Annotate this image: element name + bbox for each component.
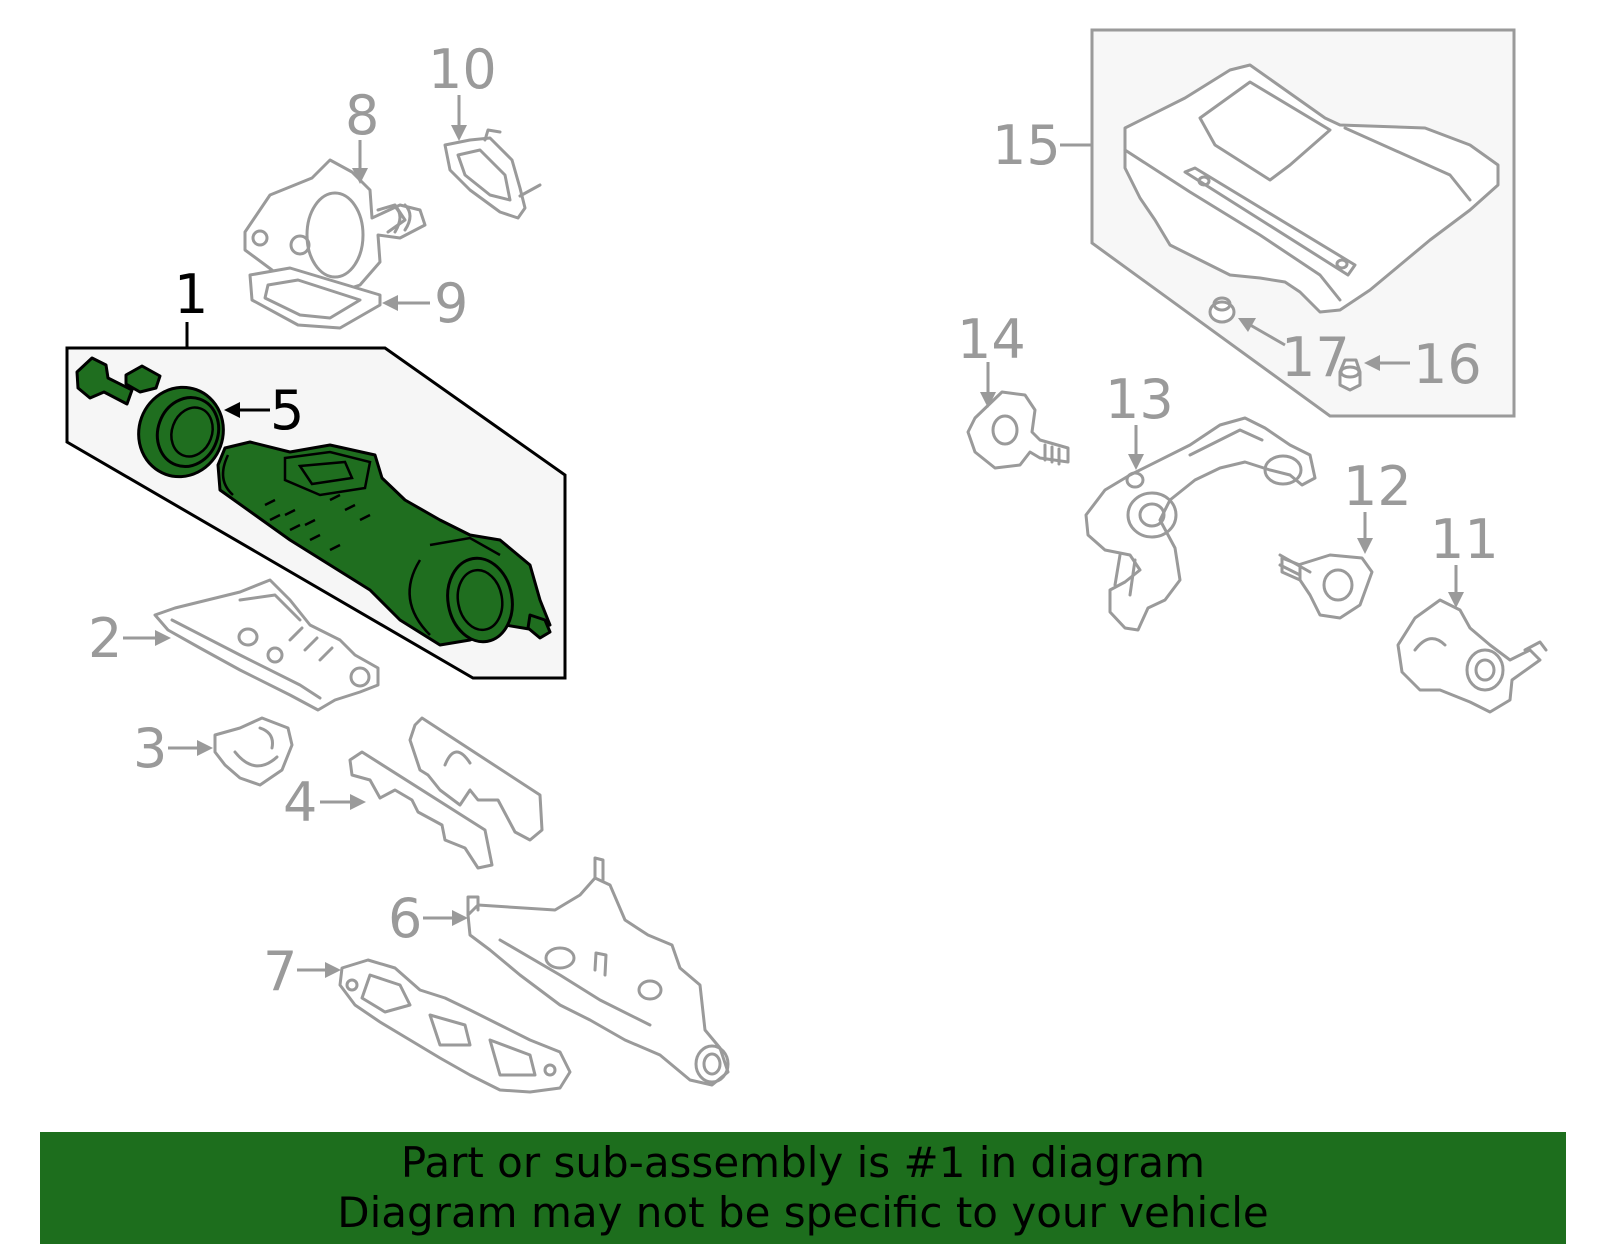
callout-2[interactable]: 2	[88, 607, 122, 670]
part-14[interactable]	[966, 390, 1070, 470]
callout-17[interactable]: 17	[1281, 326, 1350, 389]
part-9[interactable]	[248, 266, 382, 330]
banner-line-2: Diagram may not be specific to your vehi…	[337, 1188, 1269, 1237]
callout-3[interactable]: 3	[133, 717, 167, 780]
callout-5[interactable]: 5	[270, 379, 304, 442]
part-3[interactable]	[213, 716, 294, 787]
part-6[interactable]	[466, 856, 730, 1087]
callout-15[interactable]: 15	[992, 114, 1061, 177]
callout-labels: 1 5 8 10 9 2 3 4 6 7 15 17 16 14 13 12 1…	[88, 38, 1499, 1003]
part-10[interactable]	[443, 128, 542, 220]
callout-1[interactable]: 1	[174, 263, 208, 326]
callout-12[interactable]: 12	[1343, 455, 1412, 518]
info-banner: Part or sub-assembly is #1 in diagram Di…	[40, 1132, 1566, 1244]
part-12[interactable]	[1278, 553, 1374, 620]
part-11[interactable]	[1396, 598, 1548, 714]
callout-4[interactable]: 4	[283, 771, 317, 834]
part-1-assembly[interactable]	[75, 356, 552, 647]
part-4[interactable]	[348, 716, 544, 870]
part-13[interactable]	[1084, 416, 1317, 632]
callout-13[interactable]: 13	[1105, 368, 1174, 431]
callout-7[interactable]: 7	[263, 940, 297, 1003]
part-15[interactable]	[1123, 63, 1500, 314]
part-17[interactable]	[1208, 296, 1236, 324]
callout-10[interactable]: 10	[428, 38, 497, 101]
callout-8[interactable]: 8	[345, 84, 379, 147]
callout-leaders	[123, 95, 1464, 978]
part-2[interactable]	[153, 578, 380, 712]
callout-14[interactable]: 14	[957, 308, 1026, 371]
callout-9[interactable]: 9	[434, 272, 468, 335]
callout-6[interactable]: 6	[388, 887, 422, 950]
banner-line-1: Part or sub-assembly is #1 in diagram	[400, 1138, 1206, 1187]
callout-11[interactable]: 11	[1430, 508, 1499, 571]
callout-16[interactable]: 16	[1413, 333, 1482, 396]
part-7[interactable]	[338, 958, 572, 1094]
part-16[interactable]	[1338, 358, 1362, 392]
